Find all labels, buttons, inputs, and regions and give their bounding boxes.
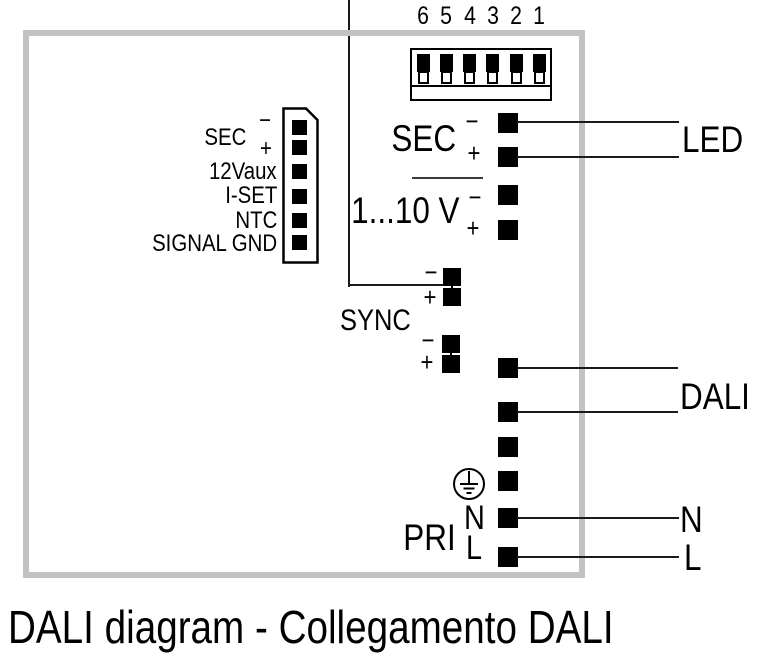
- label-dim-plus: +: [466, 213, 480, 243]
- terminal-sync1-minus: [443, 268, 461, 286]
- dip-switch-6-slider: [417, 54, 430, 72]
- label-sync2-minus: −: [421, 325, 435, 355]
- section-separator-line: [412, 177, 483, 179]
- dip-number-1: 1: [533, 2, 545, 30]
- label-ntc: NTC: [235, 207, 277, 234]
- pin-sec-minus: [292, 120, 307, 135]
- label-dali: DALI: [680, 376, 750, 417]
- label-sync: SYNC: [340, 304, 411, 337]
- dip-switch-3-slider: [486, 54, 499, 72]
- label-sync1-plus: +: [423, 282, 437, 312]
- pin-iset: [292, 189, 307, 204]
- label-n: N: [680, 499, 703, 540]
- terminal-earth: [498, 471, 518, 491]
- wire-dali-2: [517, 411, 678, 413]
- label-sync1-minus: −: [424, 257, 438, 287]
- label-sync2-plus: +: [420, 347, 434, 377]
- dip-switch-2-slider: [510, 54, 523, 72]
- dip-switch-1-slider: [533, 54, 546, 72]
- wire-led-plus: [517, 156, 679, 158]
- dip-number-5: 5: [440, 2, 452, 30]
- dip-switch-6-slot: [418, 71, 429, 84]
- dip-number-3: 3: [487, 2, 499, 30]
- dip-switch-baseline: [412, 85, 550, 87]
- dip-switch-3-slot: [487, 71, 498, 84]
- label-l: L: [684, 537, 702, 578]
- label-left-sec-minus: −: [259, 107, 271, 134]
- driver-enclosure-outline: [23, 30, 585, 578]
- terminal-sec-plus: [498, 147, 518, 167]
- dip-switch: [410, 48, 552, 101]
- wire-mains-n: [517, 517, 679, 519]
- label-sec-minus: −: [465, 106, 479, 136]
- label-sec: SEC: [391, 118, 456, 159]
- label-pri: PRI: [403, 517, 456, 558]
- sync-pair2-link: [450, 349, 452, 359]
- terminal-pri-l: [498, 547, 518, 567]
- terminal-unused: [498, 437, 518, 457]
- terminal-sec-minus: [498, 113, 518, 133]
- label-sec-plus: +: [467, 138, 481, 168]
- label-pri-n: N: [464, 499, 485, 537]
- dip-number-2: 2: [510, 2, 522, 30]
- sync-pair1-link: [451, 282, 453, 292]
- diagram-caption: DALI diagram - Collegamento DALI: [8, 601, 614, 653]
- wire-mains-l: [517, 556, 679, 558]
- dip-switch-4-slot: [464, 71, 475, 84]
- terminal-sync1-plus: [443, 288, 461, 306]
- label-12vaux: 12Vaux: [209, 158, 277, 185]
- label-iset: I-SET: [224, 182, 277, 209]
- terminal-dali-2: [498, 402, 518, 422]
- terminal-dim-plus: [498, 220, 518, 240]
- wire-dali-1: [517, 367, 678, 369]
- label-1-10v: 1...10 V: [351, 190, 460, 231]
- dip-switch-5-slot: [441, 71, 452, 84]
- earth-ground-icon: [453, 468, 485, 500]
- terminal-dim-minus: [498, 185, 518, 205]
- sync-feed-wire-vertical: [348, 0, 350, 287]
- terminal-sync2-plus: [442, 355, 460, 373]
- label-left-sec: SEC: [204, 124, 246, 151]
- dip-switch-1-slot: [534, 71, 545, 84]
- dip-number-4: 4: [464, 2, 476, 30]
- pin-sec-plus: [292, 140, 307, 155]
- terminal-dali-1: [498, 358, 518, 378]
- label-signal-gnd: SIGNAL GND: [151, 230, 277, 257]
- sync-feed-wire-horizontal: [348, 284, 454, 286]
- label-dim-minus: −: [468, 182, 482, 212]
- wire-led-minus: [517, 121, 679, 123]
- label-led: LED: [682, 119, 744, 160]
- pin-signal-gnd: [292, 235, 307, 250]
- label-left-sec-plus: +: [260, 135, 272, 162]
- label-pri-l: L: [466, 529, 483, 567]
- pin-12vaux: [292, 164, 307, 179]
- dip-switch-5-slider: [440, 54, 453, 72]
- pin-ntc: [292, 213, 307, 228]
- terminal-sync2-minus: [442, 335, 460, 353]
- dip-switch-4-slider: [463, 54, 476, 72]
- dip-number-6: 6: [417, 2, 429, 30]
- dip-switch-2-slot: [511, 71, 522, 84]
- terminal-pri-n: [498, 508, 518, 528]
